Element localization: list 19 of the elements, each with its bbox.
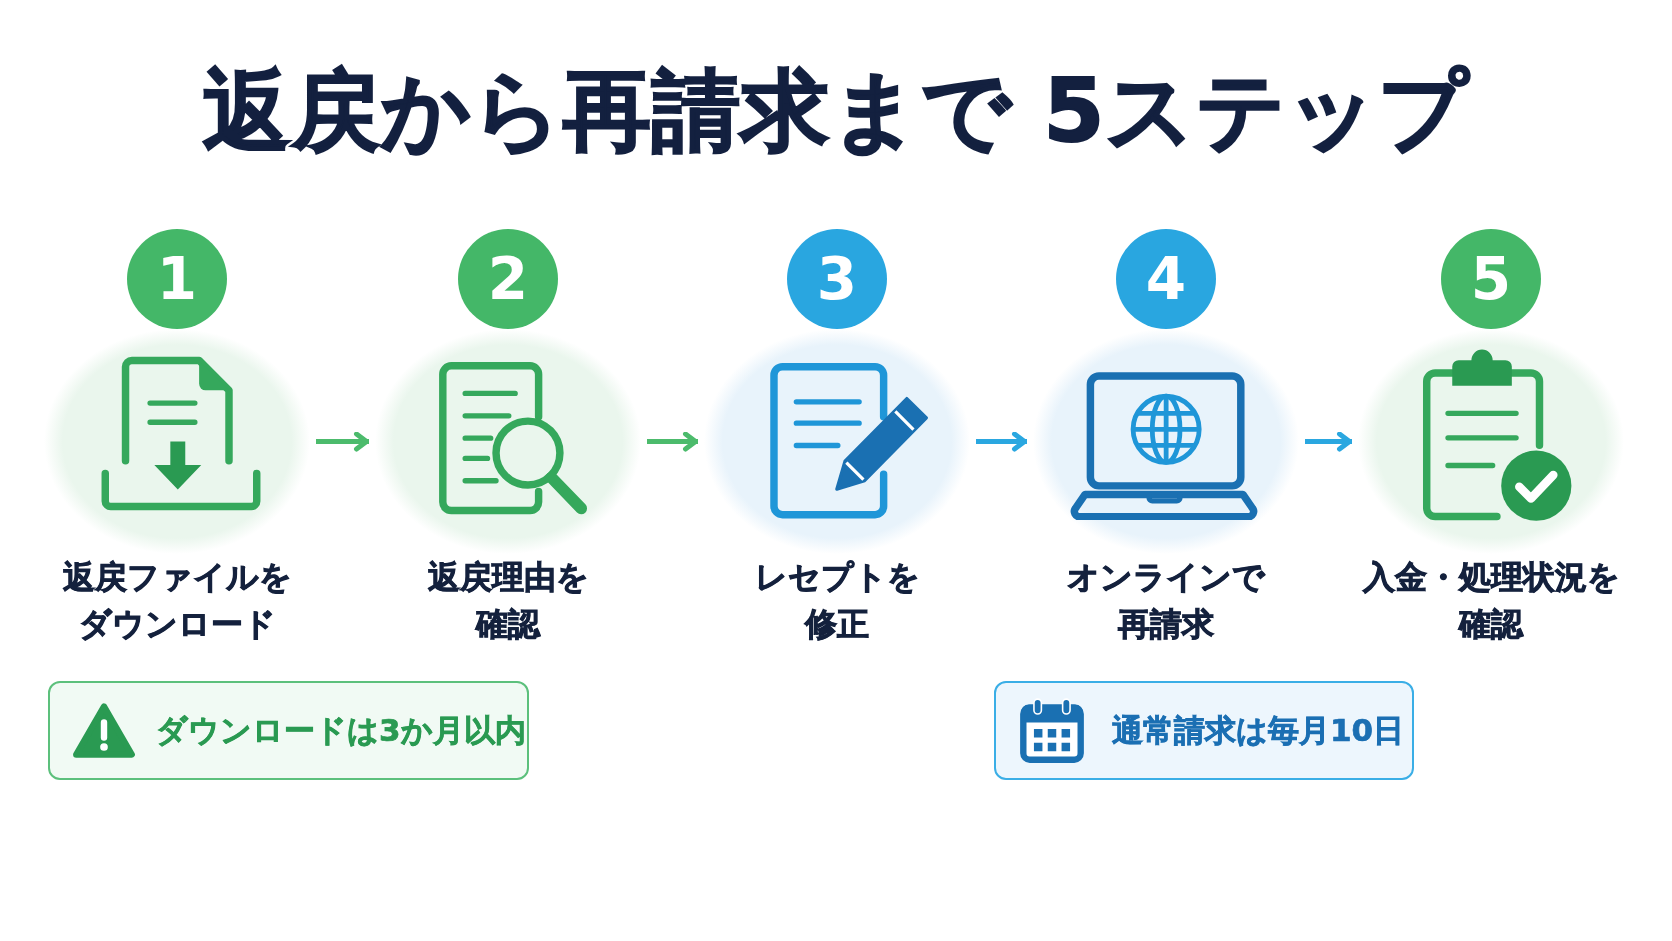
step-label: レセプトを修正 bbox=[753, 557, 921, 645]
step-label: オンラインで再請求 bbox=[1066, 557, 1266, 645]
arrow bbox=[976, 431, 1027, 452]
note-text: ダウンロードは3か月以内 bbox=[156, 711, 526, 750]
note-panel bbox=[994, 681, 1414, 780]
step-number-badge: 1 bbox=[127, 229, 227, 329]
title: 返戻から再請求まで 5ステップ bbox=[202, 58, 1470, 164]
step-label: 入金・処理状況を確認 bbox=[1361, 557, 1621, 645]
note-panel bbox=[48, 681, 529, 780]
step-number-badge: 4 bbox=[1116, 229, 1216, 329]
step-number-badge: 3 bbox=[787, 229, 887, 329]
arrow bbox=[1305, 431, 1352, 452]
note-text: 通常請求は毎月10日 bbox=[1112, 711, 1405, 750]
arrow bbox=[316, 431, 369, 452]
step-number-badge: 5 bbox=[1441, 229, 1541, 329]
step-label: 返戻理由を確認 bbox=[426, 557, 590, 645]
step-number-badge: 2 bbox=[458, 229, 558, 329]
arrow bbox=[647, 431, 698, 452]
step-label: 返戻ファイルをダウンロード bbox=[61, 557, 293, 645]
